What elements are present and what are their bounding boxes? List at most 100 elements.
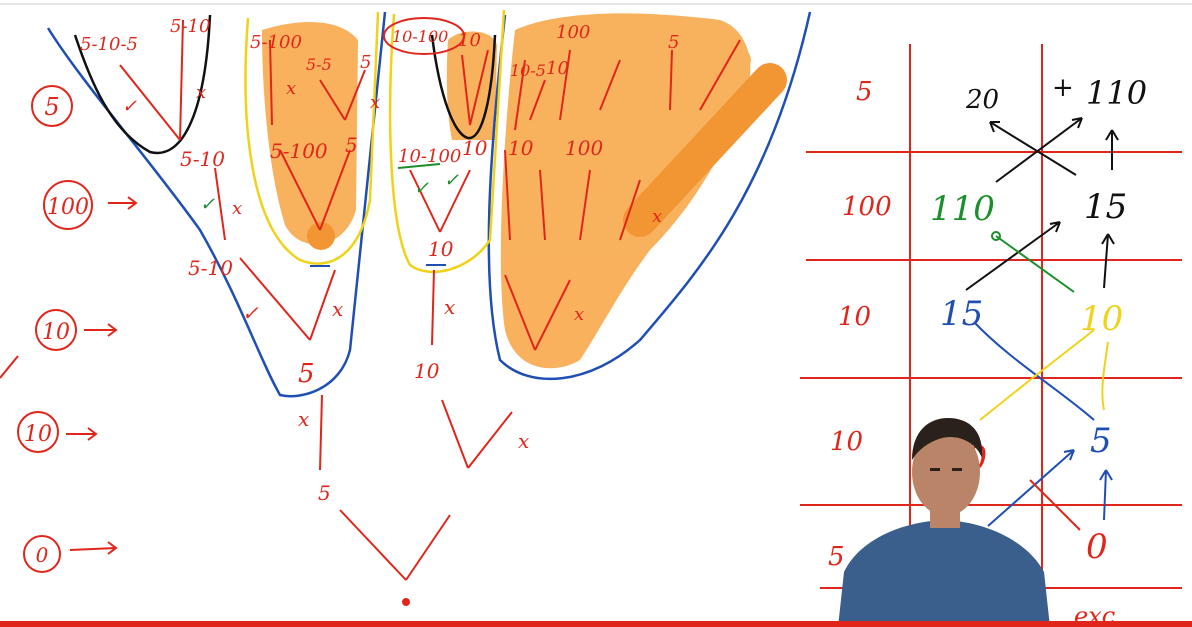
arrow-blue-inc [987,449,1075,527]
row-value-2: 100 [842,192,892,222]
presenter-face [912,428,980,516]
level0-label-10: 100 [556,22,590,43]
arrow-black-up-2 [1101,233,1115,289]
level2-left-branches [214,167,226,241]
table-top-labels: 20 + 110 [965,73,1147,115]
exc-value-0: 0 [1086,527,1108,567]
level-label-1: 5 [44,93,59,121]
level1-mid-right-label: 5 [345,133,358,157]
level4-left-mark: x [298,407,309,431]
table-row-values: 5 100 10 10 5 [828,77,892,572]
cross-mark: x [370,92,380,113]
level0-label-11: 5 [668,32,679,53]
level1-right-branches [461,39,741,131]
top-label-plus: + [1052,73,1074,103]
level-label-row-3: 10 [0,309,118,379]
level1-right-label-2: 100 [565,136,603,160]
level2-left-mark-1: ✓ [242,301,259,325]
exc-value-15: 15 [1084,187,1127,227]
check-mark-green: ✓ [444,170,459,191]
presenter-hair [912,418,983,460]
level-label-2: 100 [47,195,89,220]
circled-label [383,17,465,55]
check-mark-green: ✓ [200,194,215,215]
level3-right-branch [431,269,435,346]
arrow-right-icon [69,541,118,555]
exc-column: 15 10 5 0 [1080,187,1127,567]
row-value-3: 10 [838,302,871,332]
level2-mid2-branches [409,169,471,233]
cross-mark: ✓ [122,96,137,117]
level1-mid-branches [269,39,366,126]
cross-mark: x [652,206,662,227]
table-arrows [965,117,1119,531]
arrow-blue-up [1099,469,1113,521]
tree-labels: 5 x x 5 10 5-10 10 ✓ x x 5-10 5-100 5 10… [80,16,679,505]
green-underline [397,163,441,169]
arrow-right-icon [84,323,118,337]
arrow-green [995,235,1075,293]
level1-mid-left-label: 5-100 [270,139,328,163]
level4-left-branch [319,394,323,471]
inc-value-15: 15 [940,294,983,334]
row-value-1: 5 [856,77,873,107]
yellow-link-1 [979,329,1095,421]
level1-right-label-1: 10 [508,136,534,160]
arrow-right-icon [66,427,98,441]
level0-label-1: 5-10-5 [80,34,138,55]
root-branches [339,509,451,581]
orange-stroke-dark [623,63,787,237]
yellow-outline-mid [388,9,506,274]
red-link [1029,479,1081,531]
root-node [402,598,410,606]
cross-mark: x [232,198,242,219]
level4-right-branch [441,399,513,469]
level3-left-label: 5 [298,359,315,389]
level2-left-label: 5-10 [188,256,233,280]
arrow-right-icon [108,196,138,210]
level0-label-7: 10 [458,30,481,51]
cross-mark: x [574,304,584,325]
level0-label-5: 5 [360,52,371,73]
check-mark-green: ✓ [414,178,429,199]
video-progress-bar[interactable] [0,621,1192,627]
presenter-webcam [838,418,1050,627]
level-label-row-1: 5 [31,85,73,127]
level-labels: 5 100 10 10 0 [0,85,138,573]
arrow-blue-diag [973,321,1095,421]
inc-value-110: 110 [930,189,995,229]
level-label-row-2: 100 [43,180,138,230]
green-circle-node [991,231,1001,241]
level-label-row-5: 0 [23,535,118,573]
level4-left-label: 5 [318,481,331,505]
arrow-black-diag [965,221,1061,291]
presenter-shirt [838,520,1050,627]
cross-mark: x [286,78,296,99]
level3-left-branches [239,257,336,341]
level4-right-mark: x [518,429,529,453]
level3-right-label: 10 [414,359,440,383]
level0-label-3: 5-100 [250,32,302,53]
level1-left-branches [119,19,184,141]
level2-mid-branches [279,149,351,231]
recursion-tree [119,19,741,606]
exc-value-10: 10 [1080,299,1123,339]
presenter-eye-left [930,468,940,471]
level-label-4: 10 [24,422,52,447]
top-label-20: 20 [965,85,999,115]
level0-label-6: 10-100 [392,27,448,46]
presenter-eye-right [952,468,962,471]
exc-value-5: 5 [1090,421,1112,461]
top-label-110: 110 [1086,74,1147,112]
orange-highlight-left [262,21,358,245]
marks-group: ✓ x ✓ x ✓ ✓ x x x x [122,78,662,325]
level-label-3: 10 [42,320,70,345]
black-u-mid [430,34,497,140]
arrow-black-cross-1 [989,121,1077,176]
level1-left-label: 5-10 [180,147,225,171]
yellow-link-2 [1101,341,1109,411]
cross-mark: x [196,82,206,103]
level2-right-mark: x [444,295,455,319]
level2-right-extra [504,149,641,241]
